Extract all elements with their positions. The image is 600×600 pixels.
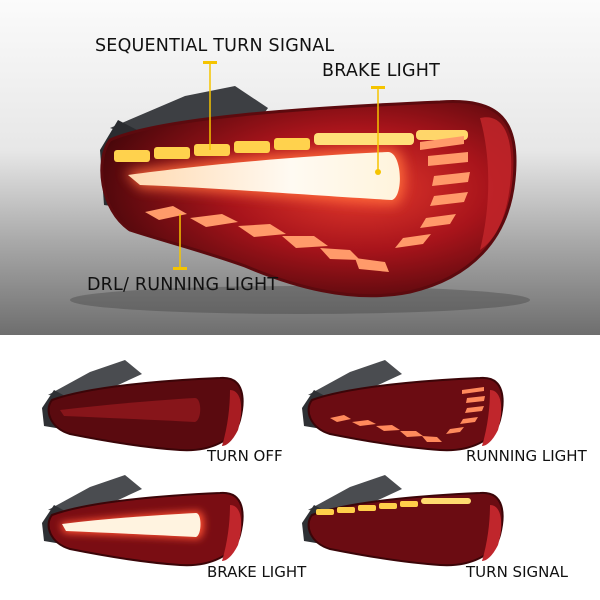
turn-segment xyxy=(358,505,376,511)
caption-running-light: RUNNING LIGHT xyxy=(466,447,587,465)
scale xyxy=(355,258,389,272)
housing xyxy=(308,475,402,513)
brake-bar-off xyxy=(60,398,201,422)
turn-signal-segments xyxy=(316,498,471,515)
housing xyxy=(48,475,142,513)
scale xyxy=(420,136,464,150)
turn-segment xyxy=(274,138,310,150)
turn-segment xyxy=(314,133,414,145)
housing xyxy=(48,360,142,398)
caption-turn-signal: TURN SIGNAL xyxy=(466,563,568,581)
running-light-marker xyxy=(173,267,187,270)
reflector xyxy=(222,390,242,446)
scale xyxy=(462,387,484,394)
brake-light-bar xyxy=(128,152,400,200)
turn-segment xyxy=(421,498,471,504)
taillight-off-illustration xyxy=(42,360,244,452)
scale xyxy=(282,236,328,248)
scale xyxy=(430,192,468,206)
running-light-scales xyxy=(145,136,470,272)
mode-brake-light: BRAKE LIGHT xyxy=(30,465,330,597)
mode-turn-signal: TURN SIGNAL xyxy=(290,465,590,597)
taillight-turn-illustration xyxy=(302,475,504,567)
scale xyxy=(466,396,485,403)
turn-segment xyxy=(337,507,355,513)
scale xyxy=(460,417,478,424)
brake-light-dot xyxy=(375,169,381,175)
caption-turn-off: TURN OFF xyxy=(207,447,283,465)
scale xyxy=(428,152,468,166)
scale xyxy=(465,406,484,413)
scale xyxy=(376,425,400,431)
scale xyxy=(190,214,238,227)
caption-brake-light: BRAKE LIGHT xyxy=(207,563,307,581)
turn-segment xyxy=(316,509,334,515)
ground-shadow xyxy=(70,286,530,314)
scale xyxy=(420,214,456,228)
scale xyxy=(395,234,431,248)
housing xyxy=(308,360,402,398)
turn-segment xyxy=(194,144,230,156)
brake-light-bar xyxy=(62,513,201,537)
label-brake-light: BRAKE LIGHT xyxy=(322,61,441,81)
hero-taillight-image: SEQUENTIAL TURN SIGNAL BRAKE LIGHT DRL/ … xyxy=(0,0,600,335)
scale xyxy=(432,172,470,186)
hero-taillight-illustration xyxy=(70,61,530,314)
running-light-scales xyxy=(330,387,485,442)
label-drl-running-light: DRL/ RUNNING LIGHT xyxy=(87,275,279,295)
turn-segment xyxy=(234,141,270,153)
mode-running-light: RUNNING LIGHT xyxy=(290,350,590,482)
turn-segment xyxy=(154,147,190,159)
turn-signal-segments xyxy=(114,130,468,162)
scale xyxy=(330,415,351,422)
scale xyxy=(320,248,360,260)
taillight-running-illustration xyxy=(302,360,504,452)
reflector xyxy=(482,505,502,561)
scale xyxy=(145,206,187,220)
side-reflector xyxy=(480,117,512,250)
turn-segment xyxy=(114,150,150,162)
taillight-brake-illustration xyxy=(42,475,244,567)
scale xyxy=(238,224,286,237)
scale xyxy=(422,436,442,442)
reflector xyxy=(222,505,242,561)
scale xyxy=(352,420,376,426)
scale xyxy=(400,431,423,437)
scale xyxy=(446,427,464,434)
brake-light-marker xyxy=(371,86,385,89)
turn-segment xyxy=(400,501,418,507)
mode-turn-off: TURN OFF xyxy=(30,350,330,482)
turn-segment xyxy=(379,503,397,509)
callouts xyxy=(173,61,385,270)
turn-signal-marker xyxy=(203,61,217,64)
reflector xyxy=(482,390,502,446)
label-sequential-turn-signal: SEQUENTIAL TURN SIGNAL xyxy=(95,36,335,56)
